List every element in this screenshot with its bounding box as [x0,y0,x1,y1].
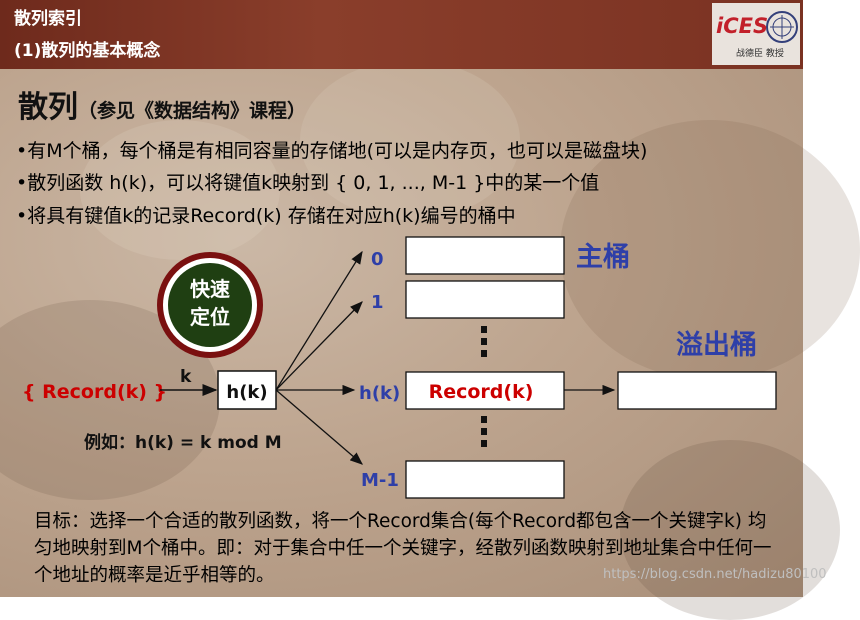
bg-texture [300,60,520,220]
bucket-label: h(k) [359,383,400,404]
bucket-box [405,280,565,319]
hash-diagram: 快速 定位 { Record(k) } k h(k) 例如：h(k) = k m… [22,236,777,499]
key-label: k [180,367,192,387]
main-bucket-label: 主桶 [576,242,630,273]
bucket-record: Record(k) [429,381,534,403]
svg-text:战德臣 教授: 战德臣 教授 [736,47,784,59]
header-title: 散列索引 [14,9,82,29]
overflow-bucket-label: 溢出桶 [676,330,757,361]
goal-paragraph: 目标：选择一个合适的散列函数，将一个Record集合(每个Record都包含一个… [34,511,772,586]
badge-text: 定位 [190,305,230,329]
bucket-box [405,460,565,499]
bucket-label: 0 [371,249,384,270]
example-formula: 例如：h(k) = k mod M [84,432,282,453]
header-subtitle: (1)散列的基本概念 [14,41,161,61]
svg-text:iCES: iCES [716,14,768,38]
bg-texture [80,120,280,260]
bg-texture [620,440,840,620]
bucket-box [405,371,565,410]
watermark: https://blog.csdn.net/hadizu80100 [603,567,827,582]
ellipsis-dots [481,326,487,447]
bucket-label: 1 [371,292,384,313]
title-reference: （参见《数据结构》课程） [78,100,307,122]
badge-text: 快速 [190,277,230,301]
bullet-item: •将具有键值k的记录Record(k) 存储在对应h(k)编号的桶中 [16,205,516,227]
ices-logo: iCES 战德臣 教授 [712,3,800,65]
hash-function-label: h(k) [226,382,267,403]
fast-locate-badge: 快速 定位 [157,252,263,358]
bullet-item: •有M个桶，每个桶是有相同容量的存储地(可以是内存页，也可以是磁盘块) [16,140,648,162]
bullet-item: •散列函数 h(k)，可以将键值k映射到 { 0, 1, ..., M-1 }中… [16,172,600,194]
fanout-arrows [275,250,363,465]
slide-header: 散列索引 (1)散列的基本概念 iCES 战德臣 教授 [0,0,803,69]
title-main: 散列 [18,90,78,125]
page-title: 散列（参见《数据结构》课程） [18,82,306,126]
overflow-bucket-box [617,371,777,410]
record-set-label: { Record(k) } [22,381,167,403]
bg-texture [560,120,860,380]
bucket-box [405,236,565,275]
bucket-label: M-1 [361,470,399,491]
